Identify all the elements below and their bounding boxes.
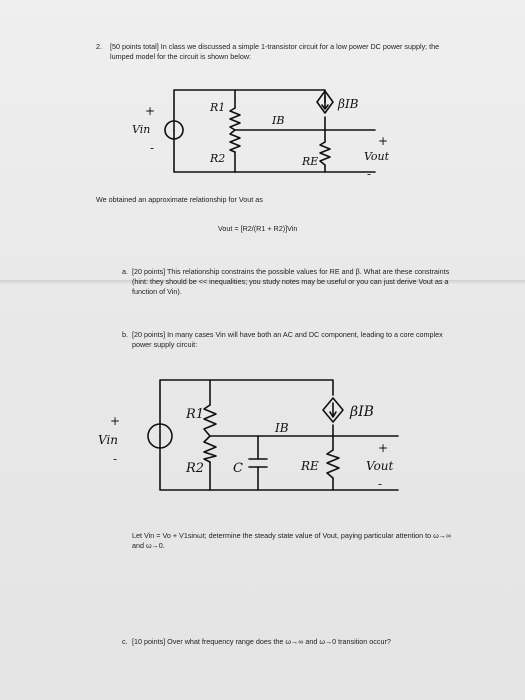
part-a-text: [20 points] This relationship constrains… xyxy=(132,267,450,296)
circuit1-arrowhead-icon xyxy=(321,104,329,110)
circuit1-r1-resistor xyxy=(229,107,241,131)
c2-vout-minus: - xyxy=(378,477,382,491)
circuit2-arrowhead-icon xyxy=(329,411,337,418)
part-b-label: b. xyxy=(122,330,128,339)
c2-bib: βIB xyxy=(349,404,374,420)
circuit2-r1-resistor xyxy=(203,404,217,437)
part-c-label: c. xyxy=(122,637,128,646)
circuit-diagram-1: + Vin - R1 R2 IB RE βIB + Vout - xyxy=(132,89,390,181)
circuit2-re-resistor xyxy=(326,449,340,479)
c1-vout: Vout xyxy=(364,150,390,163)
question-intro: [50 points total] In class we discussed … xyxy=(110,42,440,61)
part-a-label: a. xyxy=(122,267,128,276)
c2-vout-plus: + xyxy=(378,441,388,455)
circuit2-wires xyxy=(159,379,399,491)
c2-plus: + xyxy=(110,414,120,428)
circuit1-current-source xyxy=(316,90,334,114)
c2-c: C xyxy=(233,461,243,476)
c1-r1: R1 xyxy=(209,101,225,114)
c2-ib: IB xyxy=(274,421,289,435)
question-number: 2. xyxy=(96,42,102,51)
c1-r2: R2 xyxy=(209,152,225,165)
c1-vout-plus: + xyxy=(378,134,388,148)
c2-vin: Vin xyxy=(98,433,118,447)
circuit2-capacitor xyxy=(248,458,268,468)
c1-ib: IB xyxy=(271,114,284,127)
c2-r1: R1 xyxy=(185,407,204,422)
c1-vin: Vin xyxy=(132,123,150,136)
part-c-text: [10 points] Over what frequency range do… xyxy=(132,637,391,646)
c1-minus: - xyxy=(150,141,154,155)
circuit2-r2-resistor xyxy=(203,435,217,463)
c2-minus: - xyxy=(113,452,117,466)
c2-vout: Vout xyxy=(366,459,394,473)
part-b-text: [20 points] In many cases Vin will have … xyxy=(132,330,443,349)
let-text: Let Vin = Vo + V1sinωt; determine the st… xyxy=(132,531,452,550)
c1-plus: + xyxy=(145,104,155,118)
c2-re: RE xyxy=(300,459,319,473)
circuit1-re-resistor xyxy=(319,141,331,166)
c1-vout-minus: - xyxy=(367,167,371,181)
page-fold xyxy=(0,280,525,284)
circuit2-current-source xyxy=(322,397,344,423)
circuit2-voltage-source xyxy=(147,423,173,449)
circuit1-r2-resistor xyxy=(229,129,241,153)
c1-bib: βIB xyxy=(337,97,359,111)
c2-r2: R2 xyxy=(185,461,204,476)
equation: Vout = [R2/(R1 + R2)]Vin xyxy=(218,224,298,233)
circuit1-voltage-source xyxy=(164,120,184,140)
relation-intro: We obtained an approximate relationship … xyxy=(96,195,263,204)
c1-re: RE xyxy=(301,155,318,168)
